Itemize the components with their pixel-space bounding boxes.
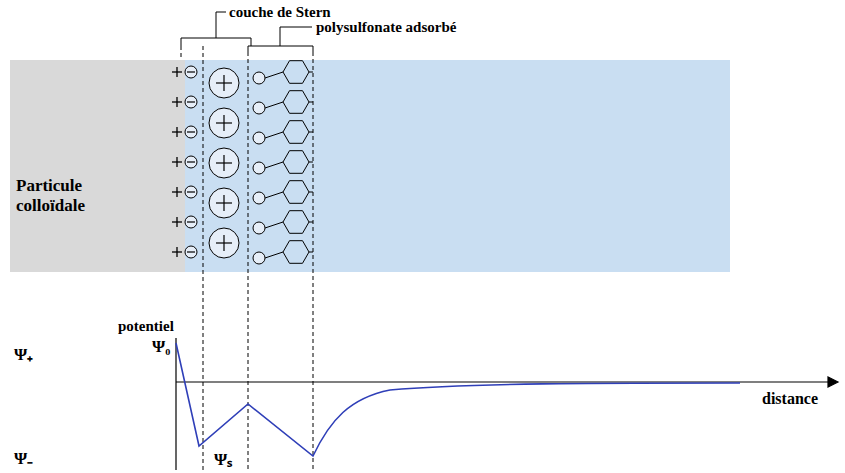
potential-curve: [176, 343, 740, 456]
boundary-lines: [181, 46, 313, 470]
particle-ground: [10, 60, 185, 272]
bracket-label: couche de Stern: [229, 4, 331, 21]
solution-ground: [185, 60, 730, 272]
particle-label: Particule colloïdale: [16, 176, 126, 215]
potential-symbol: Ψ₋: [14, 450, 33, 469]
axis-label: distance: [762, 390, 818, 408]
colloid-particle: Particule colloïdale: [10, 60, 185, 272]
ion-layers: [172, 61, 313, 264]
potential-symbol: Ψ₀: [152, 338, 170, 357]
axis-label: potentiel: [118, 318, 174, 335]
potential-symbol: Ψ₊: [14, 346, 33, 365]
bracket-label: polysulfonate adsorbé: [316, 19, 456, 36]
axes: [176, 338, 838, 470]
potential-symbol: Ψₛ: [214, 451, 232, 470]
